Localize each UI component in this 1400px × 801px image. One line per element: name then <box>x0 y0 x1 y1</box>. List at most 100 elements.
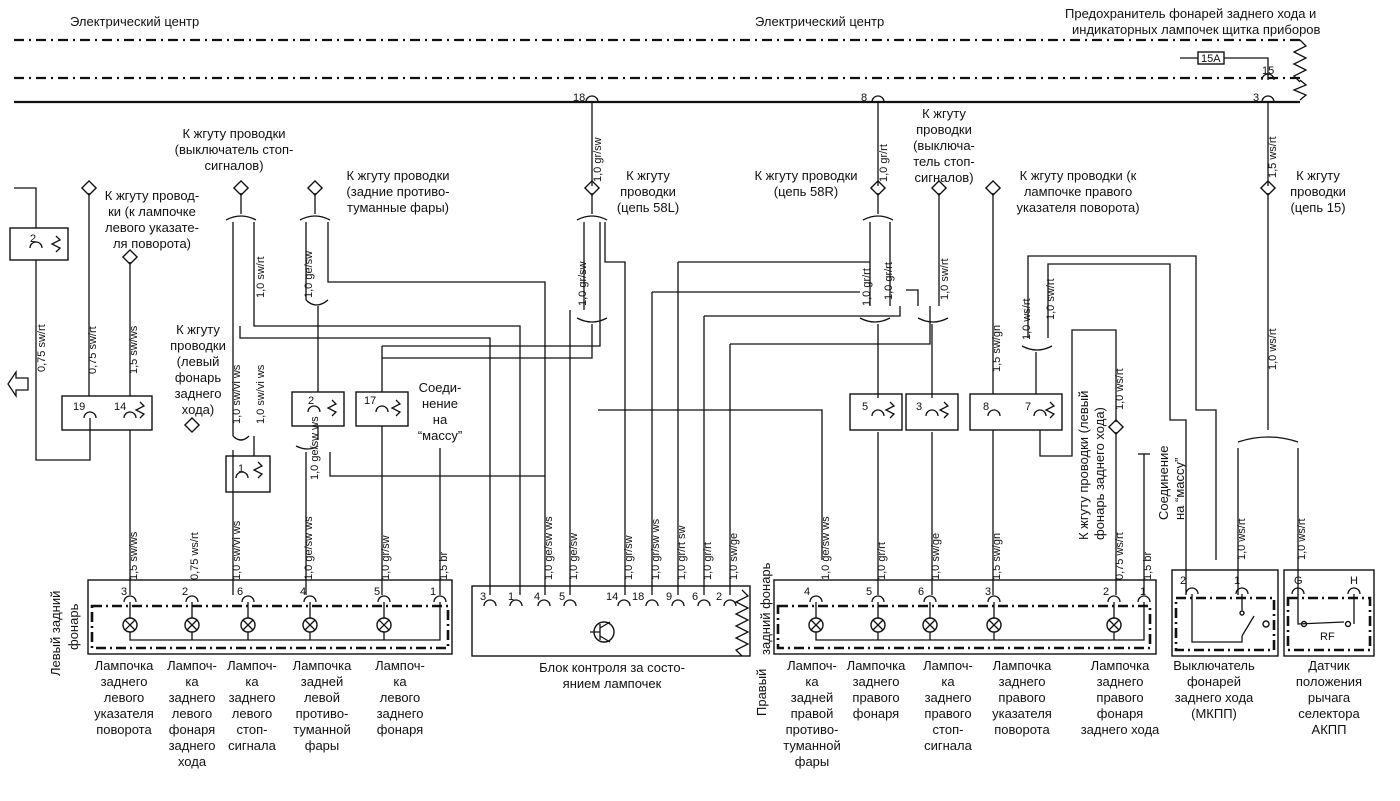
right-lamp-caption-1-line-4: правой <box>791 706 834 721</box>
reverse-switch-pin-2: 2 <box>1180 575 1186 587</box>
wire-label-bm2: 1,0 ge/sw <box>568 533 580 580</box>
wire-label-g6: 1,5 ws/rt <box>1267 136 1279 178</box>
right-lamp-title-1: Правый <box>754 669 769 716</box>
wire-label-b2: 1,0 sw/vi ws <box>231 364 243 424</box>
selector-sensor-caption-5: АКПП <box>1312 722 1347 737</box>
monitor-pin-3: 3 <box>480 591 486 603</box>
note-15-3: (цепь 15) <box>1290 200 1345 215</box>
connector-14: 14 <box>114 401 126 413</box>
wire-label-br7: 1,0 ws/rt <box>1236 518 1248 560</box>
monitor-caption-1: Блок контроля за состо- <box>539 660 685 675</box>
right-pin-5: 5 <box>866 586 872 598</box>
left-lamp-caption-5-line-5: фонаря <box>377 722 423 737</box>
wire-label-a1: 0,75 sw/rt <box>36 324 48 372</box>
wire-label-br1: 1,0 ge/sw ws <box>820 516 832 580</box>
monitor-pin-5: 5 <box>559 591 565 603</box>
note-turn-left-3: левого указате- <box>105 220 199 235</box>
note-rev-left-3: (левый <box>177 354 220 369</box>
monitor-pin-9: 9 <box>666 591 672 603</box>
wire-label-br3: 1,0 sw/ge <box>930 533 942 580</box>
selector-sensor-caption-1: Датчик <box>1308 658 1350 673</box>
right-lamp-caption-4-line-1: Лампочка <box>993 658 1052 673</box>
note-fog-1: К жгуту проводки <box>346 168 449 183</box>
right-lamp-caption-1-line-7: фары <box>795 754 830 769</box>
monitor-caption-2: янием лампочек <box>563 676 662 691</box>
wire-label-br5: 0,75 ws/rt <box>1114 532 1126 580</box>
lamp-bulb-icon <box>122 617 392 633</box>
left-lamp-caption-3-line-2: ка <box>245 674 259 689</box>
wire-label-g3: 1,0 sw/rt <box>1045 278 1057 320</box>
right-lamp-caption-1-line-1: Лампоч- <box>787 658 837 673</box>
right-lamp-caption-1-line-2: ка <box>805 674 819 689</box>
left-lamp-caption-3-line-3: заднего <box>229 690 276 705</box>
selector-sensor-caption-2: положения <box>1296 674 1362 689</box>
left-rear-lamp: Левый задний фонарь 3 2 6 4 5 1 <box>48 579 453 676</box>
note-brake-left-3: сигналов) <box>204 158 263 173</box>
reverse-switch-caption-4: (МКПП) <box>1191 706 1237 721</box>
wire-label-b3: 1,0 sw/vi ws <box>255 364 267 424</box>
left-pin-6: 6 <box>237 586 243 598</box>
reverse-switch-caption-3: заднего хода <box>1175 690 1254 705</box>
note-turn-right-2: лампочке правого <box>1024 184 1132 199</box>
selector-sensor-caption-3: рычага <box>1308 690 1351 705</box>
wire-label-br4: 1,5 sw/gn <box>991 533 1003 580</box>
lamp-bulb-icon <box>808 617 1122 633</box>
left-connectors: 2 19 14 1 2 17 <box>7 187 409 595</box>
left-lamp-caption-4-line-3: левой <box>304 690 340 705</box>
left-lamp-caption-1-line-5: поворота <box>96 722 152 737</box>
right-lamp-pins: 4 5 6 3 2 1 <box>804 586 1146 598</box>
wire-label-br8: 1,0 ws/rt <box>1296 518 1308 560</box>
wire-label-g1: 1,5 sw/gn <box>991 325 1003 372</box>
note-rev-right-1: К жгуту проводки (левый <box>1076 391 1091 540</box>
left-lamp-caption-1-line-4: указателя <box>94 706 154 721</box>
wire-label-bm7: 1,0 sw/ge <box>728 533 740 580</box>
left-lamp-caption-2-line-2: ка <box>185 674 199 689</box>
reverse-light-switch: 2 1 Выключатель фонарей заднего хода (МК… <box>1171 569 1279 721</box>
reverse-switch-caption-2: фонарей <box>1187 674 1241 689</box>
left-wiring <box>225 193 601 595</box>
left-lamp-caption-4-line-1: Лампочка <box>293 658 352 673</box>
bus-connectors: 18 8 15 3 <box>573 65 1275 186</box>
right-lamp-caption-1-line-6: туманной <box>783 738 840 753</box>
right-lamp-title-2: задний фонарь <box>758 562 773 655</box>
electrical-center-label-left: Электрический центр <box>70 14 199 29</box>
note-ground2-2: на “массу” <box>1172 458 1187 520</box>
note-ground-1: Соеди- <box>419 380 462 395</box>
wire-label-bl4: 1,0 ge/sw ws <box>303 516 315 580</box>
right-lamp-caption-5-line-4: фонаря <box>1097 706 1143 721</box>
monitor-pin-18: 18 <box>632 591 644 603</box>
left-lamp-caption-4-line-5: туманной <box>293 722 350 737</box>
note-brake-right-2: проводки <box>916 122 972 137</box>
connector-3: 3 <box>1253 92 1259 104</box>
wire-label-br2: 1,0 gr/rt <box>876 542 888 580</box>
wire-label-c1: 1,0 ge/sw <box>303 251 315 298</box>
sensor-pin-h: H <box>1350 575 1358 587</box>
wire-label-g4: 1,0 ws/rt <box>1114 368 1126 410</box>
connector-2-left: 2 <box>30 233 36 245</box>
left-lamp-caption-2-line-1: Лампоч- <box>167 658 217 673</box>
note-rev-right-2: фонарь заднего хода) <box>1092 407 1107 540</box>
note-rev-left-5: заднего <box>175 386 222 401</box>
wire-label-bl2: 0,75 ws/rt <box>189 532 201 580</box>
note-brake-right-4: тель стоп- <box>913 154 974 169</box>
right-pin-6: 6 <box>918 586 924 598</box>
note-brake-left-2: (выключатель стоп- <box>175 142 294 157</box>
left-lamp-caption-3-line-5: стоп- <box>237 722 268 737</box>
left-pin-4: 4 <box>300 586 306 598</box>
connector-8-right: 8 <box>983 401 989 413</box>
right-lamp-caption-2-line-1: Лампочка <box>847 658 906 673</box>
left-lamp-caption-2-line-3: заднего <box>169 690 216 705</box>
note-turn-left-4: ля поворота) <box>113 236 191 251</box>
note-58r-1: К жгуту проводки <box>754 168 857 183</box>
right-wiring: 5 3 8 7 <box>849 193 1299 595</box>
note-rev-left-6: хода) <box>182 402 214 417</box>
note-turn-left-1: К жгуту провод- <box>105 188 199 203</box>
left-lamp-caption-2-line-7: хода <box>178 754 207 769</box>
left-pin-2: 2 <box>182 586 188 598</box>
right-lamp-caption-4-line-4: указателя <box>992 706 1052 721</box>
left-lamp-caption-3-line-6: сигнала <box>228 738 276 753</box>
right-lamp-caption-2-line-3: правого <box>852 690 899 705</box>
selector-sensor-caption: Датчик положения рычага селектора АКПП <box>1296 658 1362 737</box>
wire-label-a2: 0,75 sw/rt <box>87 326 99 374</box>
left-lamp-caption-3-line-1: Лампоч- <box>227 658 277 673</box>
